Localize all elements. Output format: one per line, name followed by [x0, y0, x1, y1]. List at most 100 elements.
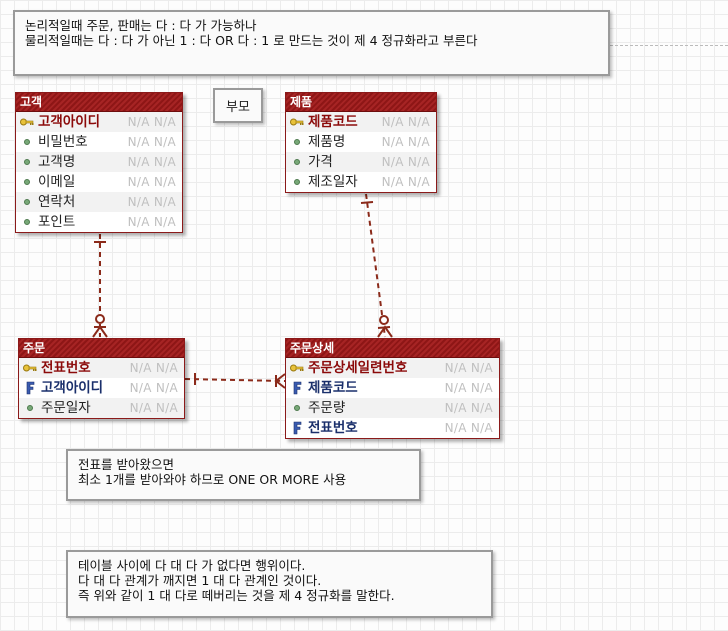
attribute-row[interactable]: 가격 N/A N/A — [286, 152, 436, 172]
attribute-row[interactable]: 제품코드 N/A N/A — [286, 378, 499, 398]
null-marker: N/A N/A — [381, 155, 430, 169]
attribute-row[interactable]: 주문상세일련번호 N/A N/A — [286, 358, 499, 378]
primary-key-icon — [290, 112, 306, 132]
note-line: 물리적일때는 다 : 다 가 아닌 1 : 다 OR 다 : 1 로 만드는 것… — [25, 33, 478, 48]
attribute-row[interactable]: 연락처 N/A N/A — [16, 192, 182, 212]
entity-title: 제품 — [286, 93, 436, 112]
attribute-name: 제품코드 — [308, 380, 358, 396]
attribute-dot-icon — [290, 132, 306, 152]
attribute-row[interactable]: 포인트 N/A N/A — [16, 212, 182, 232]
note-line: 논리적일때 주문, 판매는 다 : 다 가 가능하나 — [25, 18, 257, 33]
foreign-key-icon — [23, 378, 39, 398]
null-marker: N/A N/A — [444, 381, 493, 395]
null-marker: N/A N/A — [444, 421, 493, 435]
primary-key-icon — [23, 358, 39, 378]
attribute-dot-icon — [23, 398, 39, 418]
attribute-name: 고객아이디 — [41, 380, 104, 396]
attribute-row[interactable]: 비밀번호 N/A N/A — [16, 132, 182, 152]
attribute-row[interactable]: 주문일자 N/A N/A — [19, 398, 184, 418]
attribute-row[interactable]: 제조일자 N/A N/A — [286, 172, 436, 192]
attribute-name: 가격 — [308, 154, 333, 170]
rel-order-orderdetail — [184, 378, 286, 382]
null-marker: N/A N/A — [129, 381, 178, 395]
primary-key-icon — [290, 358, 306, 378]
null-marker: N/A N/A — [444, 361, 493, 375]
null-marker: N/A N/A — [381, 175, 430, 189]
foreign-key-icon — [290, 418, 306, 438]
null-marker: N/A N/A — [129, 401, 178, 415]
attribute-row[interactable]: 제품명 N/A N/A — [286, 132, 436, 152]
note-line: 다 대 다 관계가 깨지면 1 대 다 관계인 것이다. — [78, 573, 322, 588]
null-marker: N/A N/A — [127, 175, 176, 189]
entity-rows: 전표번호 N/A N/A 고객아이디 N/A N/A 주문일자 N/A N/A — [19, 358, 184, 418]
entity-title: 고객 — [16, 93, 182, 112]
attribute-name: 주문일자 — [41, 400, 91, 416]
null-marker: N/A N/A — [127, 155, 176, 169]
foreign-key-icon — [290, 378, 306, 398]
attribute-dot-icon — [20, 192, 36, 212]
attribute-row[interactable]: 이메일 N/A N/A — [16, 172, 182, 192]
attribute-name: 전표번호 — [41, 360, 91, 376]
attribute-name: 연락처 — [38, 194, 76, 210]
null-marker: N/A N/A — [127, 135, 176, 149]
attribute-name: 제품명 — [308, 134, 346, 150]
attribute-name: 제조일자 — [308, 174, 358, 190]
note-line: 전표를 받아왔으면 — [78, 457, 174, 472]
note-line: 즉 위와 같이 1 대 다로 떼버리는 것을 제 4 정규화를 말한다. — [78, 588, 395, 603]
note-parent-label: 부모 — [226, 100, 250, 115]
attribute-dot-icon — [20, 152, 36, 172]
rel-crowfoot — [92, 325, 108, 338]
attribute-name: 주문량 — [308, 400, 346, 416]
entity-title: 주문상세 — [286, 339, 499, 358]
attribute-name: 주문상세일련번호 — [308, 360, 408, 376]
rel-optional-circle — [379, 315, 389, 325]
rel-crowfoot — [377, 325, 393, 338]
attribute-row[interactable]: 고객아이디 N/A N/A — [16, 112, 182, 132]
attribute-name: 이메일 — [38, 174, 76, 190]
null-marker: N/A N/A — [127, 215, 176, 229]
attribute-name: 제품코드 — [308, 114, 358, 130]
rel-optional-circle — [95, 314, 105, 324]
note-fourth-normal-form[interactable]: 논리적일때 주문, 판매는 다 : 다 가 가능하나 물리적일때는 다 : 다 … — [13, 10, 610, 76]
attribute-name: 고객아이디 — [38, 114, 101, 130]
rel-product-orderdetail — [365, 193, 386, 338]
null-marker: N/A N/A — [127, 115, 176, 129]
null-marker: N/A N/A — [129, 361, 178, 375]
attribute-dot-icon — [290, 398, 306, 418]
entity-title: 주문 — [19, 339, 184, 358]
attribute-name: 비밀번호 — [38, 134, 88, 150]
null-marker: N/A N/A — [381, 135, 430, 149]
entity-order[interactable]: 주문 전표번호 N/A N/A 고객아이디 N/A N/A 주문일자 N/A N/A — [18, 338, 185, 419]
attribute-row[interactable]: 전표번호 N/A N/A — [19, 358, 184, 378]
attribute-name: 포인트 — [38, 214, 76, 230]
primary-key-icon — [20, 112, 36, 132]
note-relationship-rule[interactable]: 테이블 사이에 다 대 다 가 없다면 행위이다. 다 대 다 관계가 깨지면 … — [66, 550, 493, 618]
attribute-dot-icon — [20, 172, 36, 192]
attribute-dot-icon — [290, 152, 306, 172]
attribute-dot-icon — [290, 172, 306, 192]
page-divider-line — [610, 45, 728, 46]
attribute-name: 고객명 — [38, 154, 76, 170]
note-line: 테이블 사이에 다 대 다 가 없다면 행위이다. — [78, 558, 306, 573]
rel-many-tick — [377, 326, 391, 329]
entity-product[interactable]: 제품 제품코드 N/A N/A 제품명 N/A N/A 가격 N/A N/A 제조일자 N/A… — [285, 92, 437, 193]
note-parent[interactable]: 부모 — [213, 88, 263, 123]
null-marker: N/A N/A — [127, 195, 176, 209]
attribute-row[interactable]: 전표번호 N/A N/A — [286, 418, 499, 438]
attribute-row[interactable]: 고객명 N/A N/A — [16, 152, 182, 172]
entity-customer[interactable]: 고객 고객아이디 N/A N/A 비밀번호 N/A N/A 고객명 N/A N/A 이메일 N… — [15, 92, 183, 233]
null-marker: N/A N/A — [381, 115, 430, 129]
attribute-dot-icon — [20, 212, 36, 232]
attribute-row[interactable]: 고객아이디 N/A N/A — [19, 378, 184, 398]
entity-rows: 제품코드 N/A N/A 제품명 N/A N/A 가격 N/A N/A 제조일자 N/A N/… — [286, 112, 436, 192]
attribute-name: 전표번호 — [308, 420, 358, 436]
attribute-row[interactable]: 제품코드 N/A N/A — [286, 112, 436, 132]
attribute-dot-icon — [20, 132, 36, 152]
rel-crowfoot — [274, 373, 286, 389]
entity-rows: 고객아이디 N/A N/A 비밀번호 N/A N/A 고객명 N/A N/A 이메일 N/A … — [16, 112, 182, 232]
note-one-or-more[interactable]: 전표를 받아왔으면 최소 1개를 받아와야 하므로 ONE OR MORE 사용 — [66, 449, 421, 501]
note-line: 최소 1개를 받아와야 하므로 ONE OR MORE 사용 — [78, 472, 347, 487]
